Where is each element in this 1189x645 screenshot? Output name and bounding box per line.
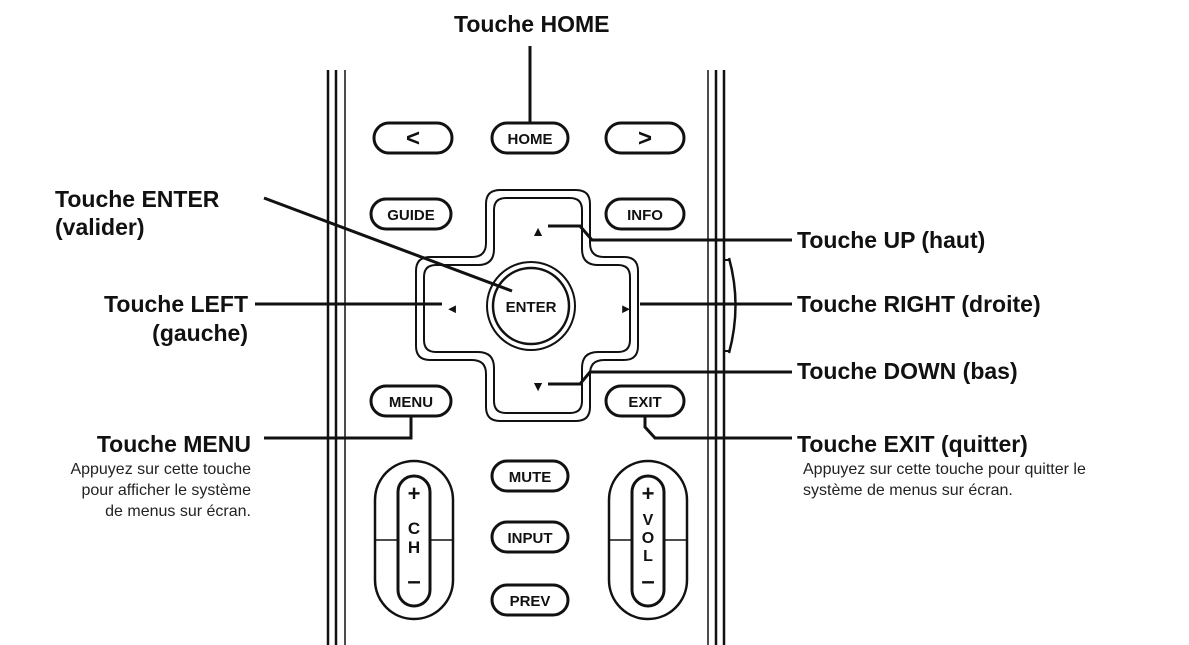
volume-letter-v: V xyxy=(643,512,654,529)
enter-button-label: ENTER xyxy=(506,299,557,316)
exit-leader xyxy=(643,416,792,440)
up-arrow-icon[interactable]: ▲ xyxy=(531,223,545,239)
forward-button[interactable]: > xyxy=(604,121,686,155)
guide-button-label: GUIDE xyxy=(387,207,435,224)
right-callout: Touche RIGHT (droite) xyxy=(797,291,1041,317)
guide-button[interactable]: GUIDE xyxy=(369,197,453,231)
remote-body-outline xyxy=(326,70,737,645)
menu-callout-desc: Appuyez sur cette touche pour afficher l… xyxy=(70,459,251,522)
prev-button-label: PREV xyxy=(510,593,551,610)
mute-button-label: MUTE xyxy=(509,469,552,486)
enter-leader xyxy=(263,196,513,293)
exit-callout-desc: Appuyez sur cette touche pour quitter le… xyxy=(803,459,1086,501)
dpad xyxy=(415,189,639,422)
down-arrow-icon[interactable]: ▼ xyxy=(531,378,545,394)
volume-letter-o: O xyxy=(642,530,654,547)
mute-button[interactable]: MUTE xyxy=(490,459,570,493)
back-button-label: < xyxy=(406,125,420,152)
home-button-label: HOME xyxy=(508,131,553,148)
channel-letter-h: H xyxy=(408,538,420,557)
up-leader xyxy=(548,224,792,242)
enter-button[interactable]: ENTER xyxy=(486,261,576,351)
channel-rocker[interactable] xyxy=(373,459,455,621)
channel-letter-c: C xyxy=(408,519,420,538)
enter-callout-title: Touche ENTER xyxy=(55,186,220,212)
volume-rocker[interactable] xyxy=(607,459,689,621)
menu-desc-line: Appuyez sur cette touche xyxy=(70,461,251,478)
channel-up-icon[interactable]: + xyxy=(408,481,421,506)
menu-button-label: MENU xyxy=(389,394,433,411)
volume-up-icon[interactable]: + xyxy=(642,481,655,506)
info-button-label: INFO xyxy=(627,207,663,224)
left-arrow-icon[interactable]: ◄ xyxy=(446,301,459,316)
right-arrow-icon[interactable]: ► xyxy=(620,301,633,316)
left-callout-sub: (gauche) xyxy=(152,320,248,346)
back-button[interactable]: < xyxy=(372,121,454,155)
home-button[interactable]: HOME xyxy=(490,121,570,155)
volume-letter-l: L xyxy=(643,548,653,565)
menu-leader xyxy=(264,416,413,440)
menu-desc-line: pour afficher le système xyxy=(81,482,251,499)
menu-callout-title: Touche MENU xyxy=(96,431,251,457)
left-callout-title: Touche LEFT xyxy=(104,291,248,317)
input-button-label: INPUT xyxy=(508,530,553,547)
exit-button[interactable]: EXIT xyxy=(604,384,686,418)
input-button[interactable]: INPUT xyxy=(490,520,570,554)
up-callout: Touche UP (haut) xyxy=(797,227,986,253)
enter-callout-sub: (valider) xyxy=(55,214,145,240)
home-callout: Touche HOME xyxy=(454,11,610,37)
info-button[interactable]: INFO xyxy=(604,197,686,231)
forward-button-label: > xyxy=(638,125,652,152)
callout-leaders xyxy=(255,46,792,440)
volume-down-icon[interactable]: – xyxy=(641,568,654,595)
prev-button[interactable]: PREV xyxy=(490,583,570,617)
exit-button-label: EXIT xyxy=(628,394,661,411)
channel-down-icon[interactable]: – xyxy=(407,568,420,595)
exit-callout-title: Touche EXIT (quitter) xyxy=(797,431,1028,457)
down-callout: Touche DOWN (bas) xyxy=(797,358,1018,384)
menu-desc-line: de menus sur écran. xyxy=(105,503,251,520)
down-leader xyxy=(548,370,792,386)
exit-desc-line: Appuyez sur cette touche pour quitter le xyxy=(803,461,1086,478)
menu-button[interactable]: MENU xyxy=(369,384,453,418)
exit-desc-line: système de menus sur écran. xyxy=(803,482,1013,499)
